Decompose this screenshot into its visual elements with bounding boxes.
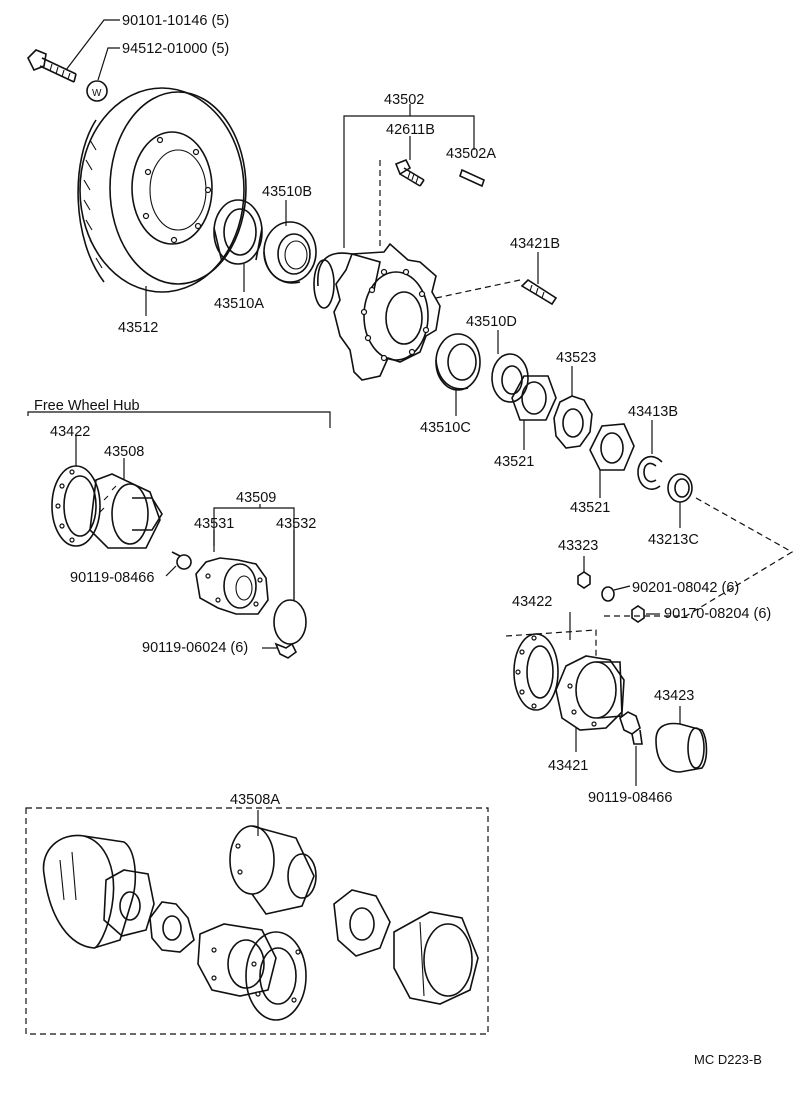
label-free-wheel-hub: Free Wheel Hub	[34, 398, 140, 414]
hub-bolt-42611B-part	[394, 158, 425, 187]
stud-43421B-part	[520, 278, 558, 306]
label-43323: 43323	[558, 538, 598, 554]
axle-hub-43502-part	[313, 242, 441, 381]
bearing-43510C-part	[435, 333, 481, 391]
spacer-43213C-part	[667, 473, 693, 503]
leader-94512	[97, 47, 120, 81]
label-43423: 43423	[654, 688, 694, 704]
label-43508: 43508	[104, 444, 144, 460]
hub-cap-43423-part	[655, 722, 708, 773]
bolt-90119-08466-upper-part	[171, 551, 192, 570]
label-43213C: 43213C	[648, 532, 699, 548]
kit-clutch-right-part	[333, 889, 391, 957]
bolt-90119-06024-part	[274, 642, 298, 659]
kit-hub-body-right-part	[393, 911, 479, 1005]
lock-nut-43521-part	[511, 375, 557, 421]
dashed-guide-43421B	[435, 279, 521, 299]
label-washer-mark: W	[92, 88, 102, 99]
bolt-90119-08466-lower-part	[619, 711, 643, 745]
label-43502: 43502	[384, 92, 424, 108]
washer-90201-part	[601, 586, 615, 602]
dashed-guide-43422-lower	[505, 629, 597, 658]
label-43521-second: 43521	[570, 500, 610, 516]
label-43508A: 43508A	[230, 792, 280, 808]
nut-90170-part	[631, 605, 645, 623]
label-43510B: 43510B	[262, 184, 312, 200]
leader-90119-upper	[165, 565, 177, 577]
washer-94512-part	[86, 80, 108, 102]
knuckle-pin-43502A-part	[459, 168, 485, 188]
label-43523: 43523	[556, 350, 596, 366]
bearing-43510B-part	[263, 221, 317, 284]
label-90119-06024: 90119-06024 (6)	[142, 640, 248, 656]
hub-body-43531-part	[195, 557, 269, 615]
label-drawing-code: MC D223-B	[694, 1052, 762, 1067]
lock-nut-43521-second-part	[589, 423, 635, 471]
kit-hub-body-left-part	[42, 834, 137, 949]
label-43510A: 43510A	[214, 296, 264, 312]
bracket-43502	[343, 115, 475, 248]
oil-seal-43510A-part	[213, 199, 263, 265]
label-43509: 43509	[236, 490, 276, 506]
label-90170-08204: 90170-08204 (6)	[664, 606, 771, 622]
kit-hub-body-center-part	[229, 825, 317, 915]
dashed-guide-right	[600, 497, 794, 617]
label-43512: 43512	[118, 320, 158, 336]
bolt-90101-part	[27, 49, 77, 83]
label-90201-08042: 90201-08042 (6)	[632, 580, 739, 596]
label-94512-01000: 94512-01000 (5)	[122, 41, 229, 57]
label-43510C: 43510C	[420, 420, 471, 436]
label-90101-10146: 90101-10146 (5)	[122, 13, 229, 29]
label-43422-lower: 43422	[512, 594, 552, 610]
label-42611B: 42611B	[386, 122, 435, 138]
kit-43508A-box	[25, 807, 489, 1035]
label-43532: 43532	[276, 516, 316, 532]
kit-gasket-left-part	[149, 901, 195, 953]
free-wheel-hub-43508-part	[89, 473, 163, 549]
nut-43323-part	[577, 571, 591, 589]
bracket-free-wheel-hub	[27, 411, 331, 428]
hub-43421-part	[555, 655, 625, 731]
hub-flange-43422-lower-part	[513, 633, 559, 711]
kit-clutch-left-part	[103, 869, 155, 937]
label-90119-08466-upper: 90119-08466	[70, 570, 154, 586]
o-ring-43532-part	[273, 599, 307, 645]
kit-hub-flange-left-part	[197, 923, 277, 997]
label-90119-08466-lower: 90119-08466	[588, 790, 672, 806]
label-43421B: 43421B	[510, 236, 560, 252]
label-43413B: 43413B	[628, 404, 678, 420]
label-43521-first: 43521	[494, 454, 534, 470]
leader-90101	[65, 19, 120, 71]
brake-disc-43512-part	[77, 87, 247, 293]
kit-ring-left-part	[245, 931, 307, 1021]
label-43510D: 43510D	[466, 314, 517, 330]
label-43531: 43531	[194, 516, 234, 532]
lock-washer-43523-part	[553, 395, 593, 449]
leader-90201	[613, 585, 631, 591]
label-43422-upper: 43422	[50, 424, 90, 440]
snap-ring-43413B-part	[637, 455, 663, 490]
label-43502A: 43502A	[446, 146, 496, 162]
label-43421: 43421	[548, 758, 588, 774]
